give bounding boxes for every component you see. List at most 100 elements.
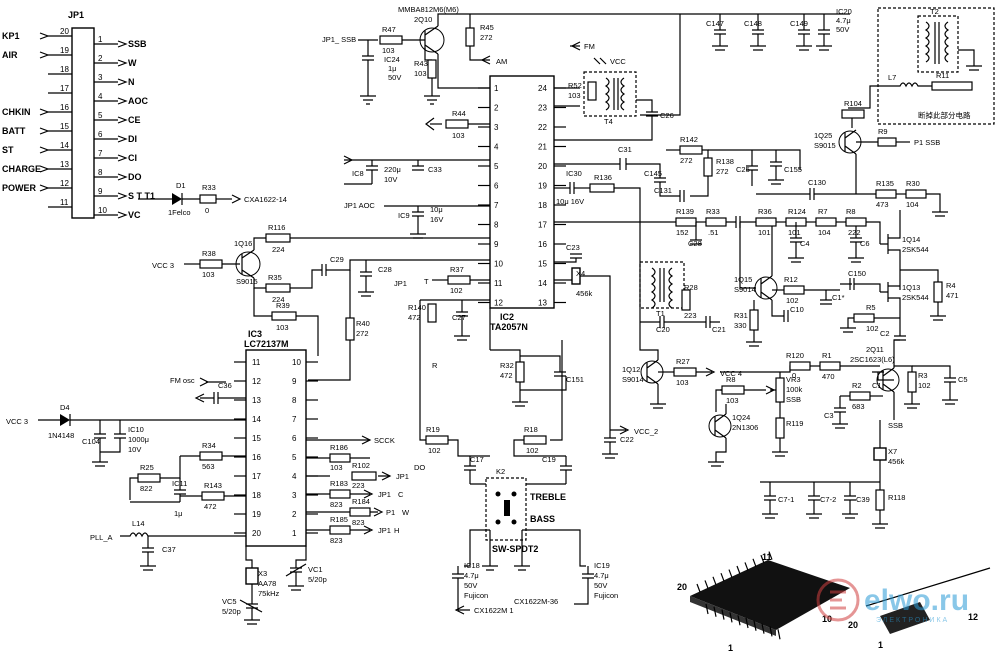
- ic2-pin-num: 12: [494, 299, 503, 308]
- r25-ref: R25: [140, 463, 154, 472]
- r184-ref: R184: [352, 497, 370, 506]
- ic2-chip: IC2 TA2057N: [489, 75, 555, 332]
- r2-ref: R2: [852, 381, 862, 390]
- d4-ref: D4: [60, 403, 70, 412]
- r43-ref: R43: [414, 59, 428, 68]
- q12-stage: 1Q12 S9014 R27 103 VCC 4: [622, 340, 742, 409]
- r39-ref: R39: [276, 301, 290, 310]
- chip-pin-f: 1: [878, 640, 883, 650]
- ic8-voltage: 10V: [384, 175, 397, 184]
- r44-value: 103: [452, 131, 465, 140]
- c145-ref: C145: [644, 169, 662, 178]
- ic2-ref: IC2: [500, 312, 514, 322]
- r5-ref: R5: [866, 303, 876, 312]
- am-label: AM: [496, 57, 507, 66]
- ic2-pin-num: 22: [538, 123, 547, 132]
- c72-ref: C7-2: [820, 495, 836, 504]
- r33-ref: R33: [706, 207, 720, 216]
- ssb-bottom-label: SSB: [888, 421, 903, 430]
- r104-ref: R104: [844, 99, 862, 108]
- r40-ref: R40: [356, 319, 370, 328]
- jp1-signal-label: DO: [128, 172, 142, 182]
- ic2-pin-num: 24: [538, 84, 547, 93]
- vcc3-left2-label: VCC 3: [6, 417, 28, 426]
- jp1-signal-label: VC: [128, 210, 141, 220]
- ic2-pin-num: 1: [494, 84, 499, 93]
- t1-block: T1 R28 223 C20 C21: [639, 261, 726, 334]
- jp1-pin-num: 9: [98, 187, 103, 196]
- r35-value: 224: [272, 295, 285, 304]
- jp1-signal-label: W: [128, 58, 137, 68]
- ic9-value: 10μ: [430, 205, 443, 214]
- c28b-ref: C28: [378, 265, 392, 274]
- r38-ref: R38: [202, 249, 216, 258]
- p1-w-label: W: [402, 508, 410, 517]
- chip-pin-e: 20: [848, 620, 858, 630]
- watermark-brand: elwo.ru: [864, 584, 969, 617]
- r138-value: 272: [716, 167, 729, 176]
- d1-part: 1Felco: [168, 208, 191, 217]
- ic3-pin-num: 19: [252, 510, 261, 519]
- r185-value: 823: [330, 536, 343, 545]
- fm-label: FM: [584, 42, 595, 51]
- ic2-right-network: C31 IC30 10μ 16V R136 C145 C131 R142 272…: [554, 135, 802, 340]
- ic3-pin-num: 3: [292, 491, 297, 500]
- ic10-voltage: 10V: [128, 445, 141, 454]
- r142-ref: R142: [680, 135, 698, 144]
- ic3-pin-num: 15: [252, 434, 261, 443]
- jp1-pin-num: 4: [98, 92, 103, 101]
- l14-ref: L14: [132, 519, 145, 528]
- r11-ref: R11: [936, 71, 949, 80]
- ic11-value: 1μ: [174, 509, 183, 518]
- bottom-right-network: R120 0 R1 470 2Q11 2SC1623(L6) R3 102 C5…: [708, 339, 968, 529]
- p1-h-label: H: [394, 526, 399, 535]
- r52-ref: R52: [568, 81, 582, 90]
- jp1-pin-num: 3: [98, 73, 103, 82]
- q12-part: S9014: [622, 375, 644, 384]
- r34-value: 563: [202, 462, 215, 471]
- jp1-signal-label: CE: [128, 115, 141, 125]
- ic3-pin-num: 16: [252, 453, 261, 462]
- chip-pin-b: 11: [762, 552, 772, 562]
- ic3-part: LC72137M: [244, 339, 289, 349]
- q25-stage: R104 1Q25 S9015 R9 P1 SSB: [814, 99, 940, 194]
- r33b-ref: R33: [202, 183, 216, 192]
- r18-value: 102: [526, 446, 539, 455]
- r44-ref: R44: [452, 109, 466, 118]
- ic3-pin-num: 11: [252, 358, 261, 367]
- ic2-pin-num: 15: [538, 260, 547, 269]
- x3-freq: 75kHz: [258, 589, 280, 598]
- ic2-pin-num: 4: [494, 143, 499, 152]
- jp1-pin-num: 18: [60, 65, 69, 74]
- vc1-value: 5/20p: [308, 575, 327, 584]
- k2-ref: K2: [496, 467, 505, 476]
- top-capacitor-row: IC20 4.7μ 50V C147 C148 C149: [640, 7, 852, 116]
- x7-ref: X7: [888, 447, 897, 456]
- ic24-voltage: 50V: [388, 73, 401, 82]
- c29-ref: C29: [330, 255, 344, 264]
- r44-block: R44 103: [425, 109, 490, 140]
- r183-value: 823: [330, 500, 343, 509]
- c37-ref: C37: [162, 545, 176, 554]
- p1-ssb-top-label: JP1_ SSB: [322, 35, 356, 44]
- fm-coil-block: FM VCC T4 R52 103 C26: [554, 41, 674, 141]
- ic30-ref: IC30: [566, 169, 582, 178]
- c17-ref: C17: [470, 455, 484, 464]
- vcc3-left-label: VCC 3: [152, 261, 174, 270]
- r8b-ref: R8: [726, 375, 736, 384]
- ic2-pin-num: 20: [538, 162, 547, 171]
- jp1-pin-num: 17: [60, 84, 69, 93]
- p1-4-label: P1: [386, 508, 395, 517]
- x3-ref: X3: [258, 569, 267, 578]
- c130-ref: C130: [808, 178, 826, 187]
- c131-ref: C131: [654, 186, 672, 195]
- ic10-ref: IC10: [128, 425, 144, 434]
- q11-part: 2SC1623(L6): [850, 355, 895, 364]
- q16-stage: VCC 3 R38 103 1Q16 S9015 R116 224 R35 22…: [152, 223, 490, 381]
- jp1-signal-label: DI: [128, 134, 137, 144]
- c10-ref: C10: [790, 305, 804, 314]
- sclk-label: SCCK: [374, 436, 395, 445]
- r31-ref: R31: [734, 311, 748, 320]
- r37-block: T R37 102 JP1 R140 472 C27 R: [394, 265, 490, 430]
